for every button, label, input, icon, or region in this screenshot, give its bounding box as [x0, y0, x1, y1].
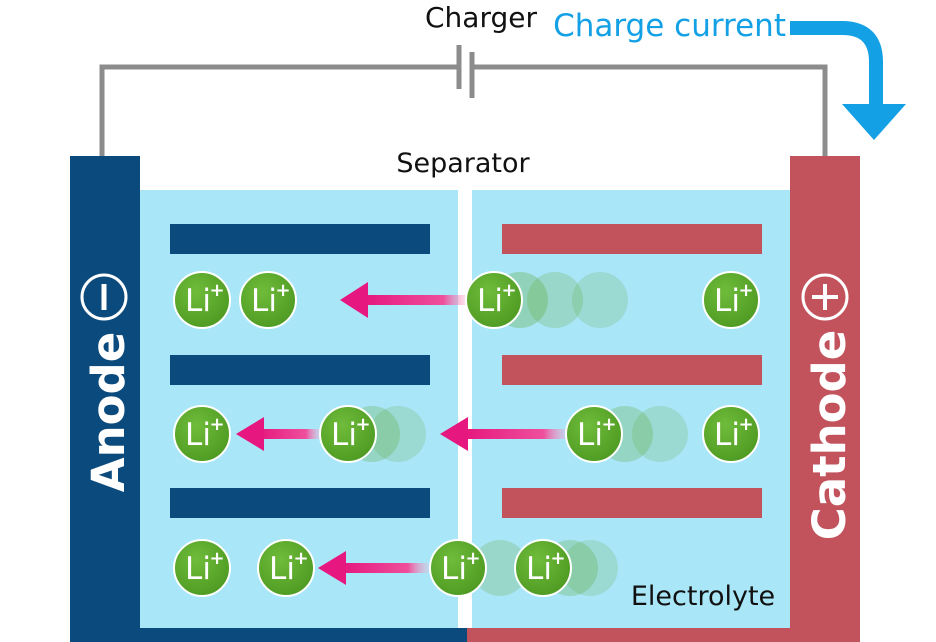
- li-ion-charge: +: [209, 548, 224, 569]
- li-ion-symbol: Li: [577, 417, 603, 453]
- cathode-label: Cathode: [803, 330, 856, 541]
- anode-plates: [170, 224, 430, 518]
- anode-plate: [170, 488, 430, 518]
- li-ion: Li+: [173, 271, 231, 329]
- li-ion: Li+: [173, 405, 231, 463]
- charge-current-label: Charge current: [553, 8, 786, 44]
- li-ion: Li+: [257, 539, 315, 597]
- anode-label: Anode: [82, 332, 135, 493]
- li-ion-charge: +: [601, 414, 616, 435]
- lithium-ions: Li+Li+Li+Li+Li+Li+Li+Li+Li+Li+Li+Li+: [173, 271, 760, 597]
- anode-plate: [170, 355, 430, 385]
- charger-label: Charger: [425, 1, 537, 34]
- ion-arrow: [318, 551, 430, 585]
- ion-arrow: [440, 417, 570, 451]
- ion-trail: [527, 272, 583, 328]
- plus-circle-icon: [801, 273, 849, 321]
- li-ion: Li+: [173, 539, 231, 597]
- li-ion: Li+: [514, 539, 572, 597]
- li-ion-symbol: Li: [269, 551, 295, 587]
- li-ion-symbol: Li: [185, 417, 211, 453]
- li-ion-symbol: Li: [185, 551, 211, 587]
- casing-bottom-right: [467, 628, 859, 642]
- ion-arrow: [236, 417, 322, 451]
- li-ion-charge: +: [738, 280, 753, 301]
- li-ion-symbol: Li: [477, 283, 503, 319]
- li-ion-charge: +: [501, 280, 516, 301]
- cathode-plate: [502, 488, 762, 518]
- li-ion-symbol: Li: [526, 551, 552, 587]
- charge-current-arrowhead: [842, 104, 906, 140]
- ion-trail: [472, 540, 528, 596]
- li-ion-charge: +: [209, 280, 224, 301]
- separator-label: Separator: [396, 148, 530, 179]
- ion-arrow: [340, 282, 470, 318]
- cathode-plate: [502, 224, 762, 254]
- anode-plate: [170, 224, 430, 254]
- cathode-plate: [502, 355, 762, 385]
- ion-arrows: [236, 282, 570, 585]
- li-ion-charge: +: [465, 548, 480, 569]
- li-ion-charge: +: [275, 280, 290, 301]
- cathode-electrode: [790, 156, 860, 642]
- li-ion-symbol: Li: [331, 417, 357, 453]
- li-ion-symbol: Li: [714, 417, 740, 453]
- anode-electrode: [70, 156, 140, 642]
- ion-trail: [562, 540, 618, 596]
- li-ion: Li+: [429, 539, 487, 597]
- li-ion-symbol: Li: [714, 283, 740, 319]
- li-ion-symbol: Li: [251, 283, 277, 319]
- li-ion-charge: +: [293, 548, 308, 569]
- li-ion-charge: +: [355, 414, 370, 435]
- li-ion: Li+: [465, 271, 523, 329]
- electrolyte-label: Electrolyte: [631, 581, 775, 612]
- li-ion-symbol: Li: [441, 551, 467, 587]
- li-ion-charge: +: [550, 548, 565, 569]
- cathode-plates: [502, 224, 762, 518]
- li-ion: Li+: [702, 271, 760, 329]
- li-ion-charge: +: [738, 414, 753, 435]
- charger-wire: [99, 64, 828, 156]
- ion-trail: [370, 406, 426, 462]
- li-ion-charge: +: [209, 414, 224, 435]
- minus-circle-icon: [80, 273, 128, 321]
- charge-current-arrow: [790, 21, 883, 108]
- li-ion: Li+: [239, 271, 297, 329]
- li-ion-symbol: Li: [185, 283, 211, 319]
- li-ion: Li+: [565, 405, 623, 463]
- ion-trail: [572, 272, 628, 328]
- casing-bottom-left: [70, 628, 467, 642]
- li-ion: Li+: [319, 405, 377, 463]
- ion-trail: [632, 406, 688, 462]
- li-ion: Li+: [702, 405, 760, 463]
